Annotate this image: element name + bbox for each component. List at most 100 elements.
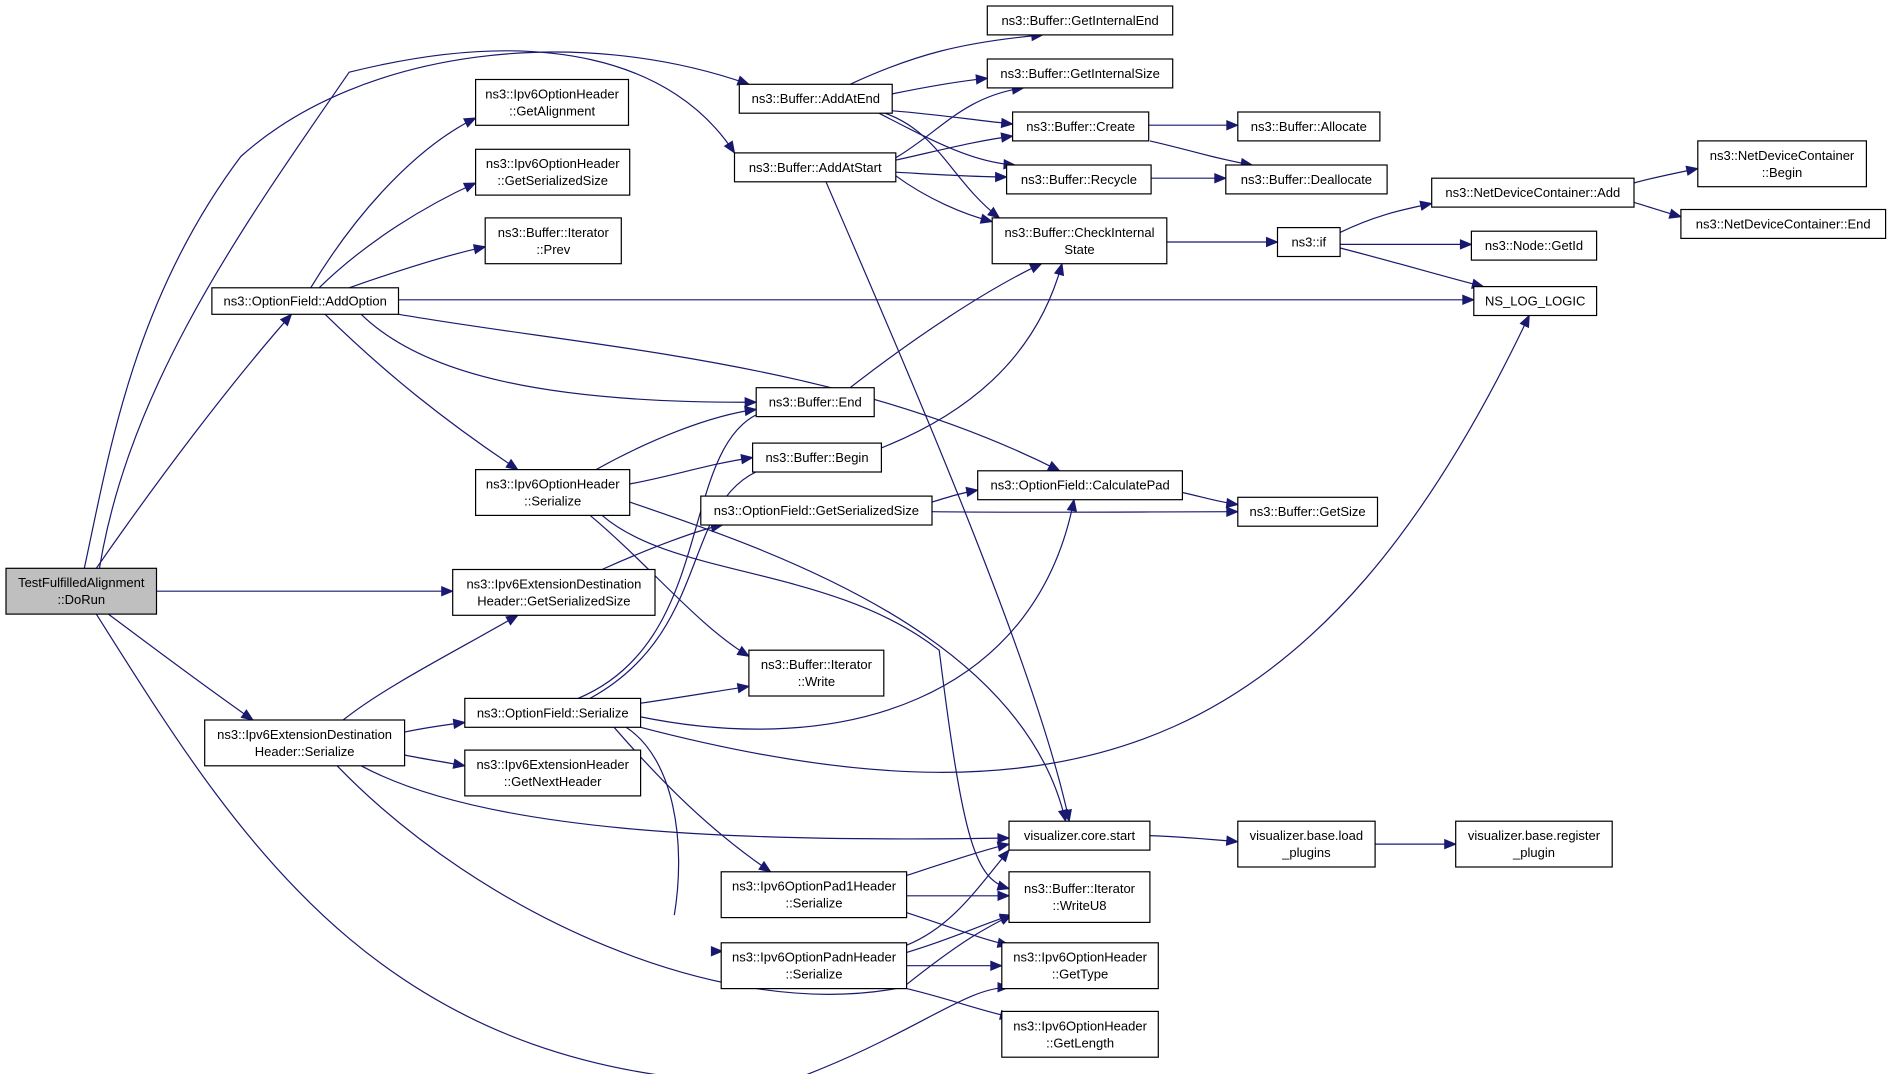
node-ofGetSerializedSize[interactable]: ns3::OptionField::GetSerializedSize: [700, 495, 933, 526]
edge-line: [849, 34, 1043, 85]
edge-nsIf-to-nsLogLogic: [1339, 247, 1485, 289]
node-label: ns3::Buffer::GetInternalSize: [1000, 66, 1159, 81]
node-iterPrev[interactable]: ns3::Buffer::Iterator::Prev: [484, 217, 622, 265]
node-pad1Serialize[interactable]: ns3::Ipv6OptionPad1Header::Serialize: [720, 871, 908, 919]
edge-line: [640, 685, 749, 704]
node-ehGetNextHeader[interactable]: ns3::Ipv6ExtensionHeader::GetNextHeader: [464, 749, 642, 797]
edge-root-to-edhGetSerializedSize: [156, 585, 455, 597]
edge-line: [906, 849, 1010, 946]
node-label: ns3::OptionField::GetSerializedSize: [714, 503, 919, 518]
node-getInternalEnd[interactable]: ns3::Buffer::GetInternalEnd: [986, 5, 1174, 36]
node-addAtStart[interactable]: ns3::Buffer::AddAtStart: [733, 152, 897, 183]
edge-line: [336, 765, 1012, 995]
edge-addOption-to-ohGetSerializedSize: [318, 182, 477, 289]
edge-padnSerialize-to-iterWriteU8: [906, 913, 1013, 953]
node-label: ns3::Buffer::GetSize: [1250, 504, 1366, 519]
node-nodeGetId[interactable]: ns3::Node::GetId: [1470, 230, 1598, 261]
node-vizStart[interactable]: visualizer.core.start: [1008, 820, 1151, 851]
edge-calculatePad-to-bufGetSize: [1182, 491, 1240, 509]
edge-addAtStart-to-recycle: [895, 171, 1008, 183]
arrowhead-icon: [505, 614, 519, 626]
node-label: ns3::Ipv6OptionHeader: [1013, 1018, 1147, 1033]
edge-edhSerialize-to-iterWriteU8: [336, 765, 1013, 995]
node-iterWriteU8[interactable]: ns3::Buffer::Iterator::WriteU8: [1008, 871, 1151, 923]
edge-line: [108, 613, 254, 721]
node-vizLoad[interactable]: visualizer.base.load_plugins: [1237, 820, 1376, 868]
node-nsLogLogic[interactable]: NS_LOG_LOGIC: [1473, 286, 1598, 317]
arrowhead-icon: [1668, 208, 1683, 219]
node-box: [755, 387, 875, 418]
node-deallocate[interactable]: ns3::Buffer::Deallocate: [1225, 164, 1388, 195]
node-label: visualizer.base.register: [1468, 828, 1601, 843]
edge-line: [601, 514, 1010, 890]
node-bufGetSize[interactable]: ns3::Buffer::GetSize: [1237, 496, 1379, 527]
node-label: visualizer.core.start: [1024, 828, 1136, 843]
node-vizRegister[interactable]: visualizer.base.register_plugin: [1455, 820, 1613, 868]
node-padnSerialize[interactable]: ns3::Ipv6OptionPadnHeader::Serialize: [720, 942, 908, 990]
arrowhead-icon: [472, 244, 487, 255]
edge-ofGetSerializedSize-to-bufGetSize: [931, 506, 1240, 517]
node-addOption[interactable]: ns3::OptionField::AddOption: [211, 287, 400, 315]
edge-line: [310, 117, 476, 289]
node-box: [1005, 164, 1152, 195]
edge-pad1Serialize-to-getType: [906, 912, 1011, 948]
node-box: [204, 719, 406, 767]
node-ofSerialize[interactable]: ns3::OptionField::Serialize: [464, 697, 642, 728]
edge-addOption-to-nsLogLogic: [398, 294, 1476, 306]
edge-edhSerialize-to-ehGetNextHeader: [404, 754, 467, 769]
node-ndcEnd[interactable]: ns3::NetDeviceContainer::End: [1680, 208, 1887, 239]
arrowhead-icon: [736, 645, 751, 657]
node-bufBegin[interactable]: ns3::Buffer::Begin: [751, 442, 882, 473]
node-getLength[interactable]: ns3::Ipv6OptionHeader::GetLength: [1001, 1010, 1159, 1058]
edge-line: [625, 726, 680, 916]
node-edhSerialize[interactable]: ns3::Ipv6ExtensionDestinationHeader::Ser…: [204, 719, 406, 767]
node-iterWrite[interactable]: ns3::Buffer::Iterator::Write: [748, 649, 885, 697]
arrowhead-icon: [736, 682, 751, 694]
edge-root-to-edhSerialize: [108, 613, 254, 721]
node-ndcAdd[interactable]: ns3::NetDeviceContainer::Add: [1431, 177, 1635, 208]
node-label: NS_LOG_LOGIC: [1485, 294, 1585, 309]
edge-addAtEnd-to-create: [892, 110, 1014, 129]
node-calculatePad[interactable]: ns3::OptionField::CalculatePad: [977, 470, 1184, 501]
node-label: ns3::Buffer::CheckInternal: [1004, 225, 1154, 240]
node-label: ::WriteU8: [1053, 898, 1107, 913]
node-allocate[interactable]: ns3::Buffer::Allocate: [1237, 111, 1381, 142]
node-label: ns3::OptionField::AddOption: [224, 294, 387, 309]
node-edhGetSerializedSize[interactable]: ns3::Ipv6ExtensionDestinationHeader::Get…: [452, 568, 656, 616]
node-box: [986, 58, 1174, 89]
node-getAlignment[interactable]: ns3::Ipv6OptionHeader::GetAlignment: [475, 78, 630, 126]
arrowhead-icon: [441, 585, 455, 597]
node-recycle[interactable]: ns3::Buffer::Recycle: [1005, 164, 1152, 195]
node-label: ::Write: [798, 674, 835, 689]
node-bufEnd[interactable]: ns3::Buffer::End: [755, 387, 875, 418]
node-getType[interactable]: ns3::Ipv6OptionHeader::GetType: [1001, 942, 1159, 990]
arrowhead-icon: [758, 860, 772, 873]
node-box: [464, 749, 642, 797]
node-ohSerialize[interactable]: ns3::Ipv6OptionHeader::Serialize: [475, 469, 631, 517]
edge-line: [881, 263, 1063, 449]
node-create[interactable]: ns3::Buffer::Create: [1011, 111, 1150, 142]
node-label: ns3::NetDeviceContainer::End: [1696, 217, 1871, 232]
node-label: ns3::OptionField::Serialize: [477, 705, 629, 720]
edge-padnSerialize-to-getLength: [906, 988, 1013, 1020]
edge-ohSerialize-to-bufEnd: [595, 405, 758, 471]
node-ndcBegin[interactable]: ns3::NetDeviceContainer::Begin: [1697, 140, 1868, 188]
node-ohGetSerializedSize[interactable]: ns3::Ipv6OptionHeader::GetSerializedSize: [475, 148, 631, 196]
node-box: [977, 470, 1184, 501]
edge-line: [825, 181, 1070, 822]
arrowhead-icon: [965, 486, 979, 498]
node-addAtEnd[interactable]: ns3::Buffer::AddAtEnd: [738, 83, 893, 114]
node-label: ns3::Buffer::Allocate: [1251, 119, 1367, 134]
edge-addOption-to-ohSerialize: [324, 313, 519, 471]
node-nsIf[interactable]: ns3::if: [1276, 227, 1341, 258]
node-label: ns3::Buffer::Iterator: [1024, 881, 1136, 896]
node-box: [1011, 111, 1150, 142]
edge-edhSerialize-to-edhGetSerializedSize: [342, 614, 519, 721]
edge-line: [906, 988, 1012, 1018]
node-getInternalSize[interactable]: ns3::Buffer::GetInternalSize: [986, 58, 1174, 89]
arrowhead-icon: [1226, 119, 1240, 131]
arrowhead-icon: [1266, 236, 1279, 248]
node-root[interactable]: TestFulfilledAlignment::DoRun: [5, 567, 158, 615]
edge-nsIf-to-ndcAdd: [1339, 200, 1433, 233]
